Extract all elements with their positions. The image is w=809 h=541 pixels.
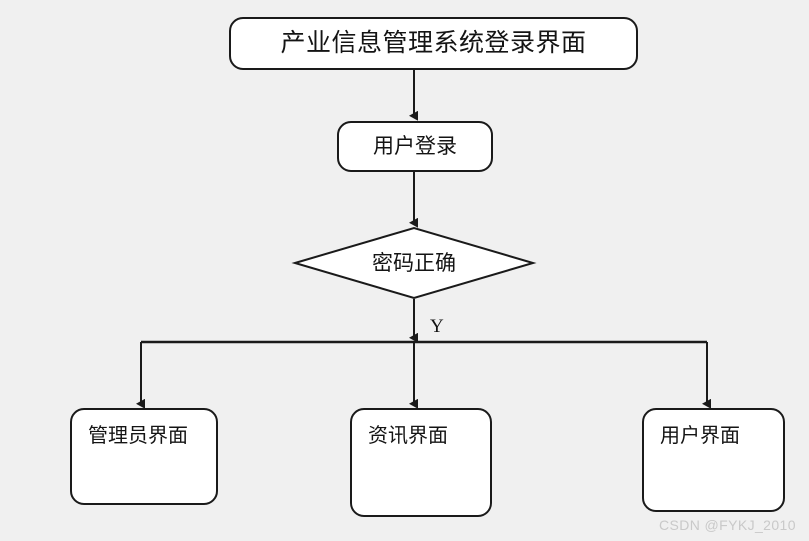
diamond-shape — [291, 226, 537, 300]
branch-label-yes: Y — [430, 316, 444, 337]
node-admin-interface-label: 管理员界面 — [88, 425, 188, 447]
node-user-login-label: 用户登录 — [373, 134, 457, 159]
node-news-interface[interactable]: 资讯界面 — [350, 408, 492, 517]
node-login-page-title[interactable]: 产业信息管理系统登录界面 — [229, 17, 638, 70]
node-user-interface[interactable]: 用户界面 — [642, 408, 785, 512]
node-login-page-title-label: 产业信息管理系统登录界面 — [280, 29, 587, 57]
node-user-interface-label: 用户界面 — [660, 425, 740, 447]
node-password-correct-decision[interactable]: 密码正确 — [291, 226, 537, 300]
node-user-login[interactable]: 用户登录 — [337, 121, 493, 172]
node-admin-interface[interactable]: 管理员界面 — [70, 408, 218, 505]
watermark-text: CSDN @FYKJ_2010 — [659, 517, 796, 533]
node-password-correct-label: 密码正确 — [372, 250, 456, 275]
node-news-interface-label: 资讯界面 — [368, 425, 448, 447]
